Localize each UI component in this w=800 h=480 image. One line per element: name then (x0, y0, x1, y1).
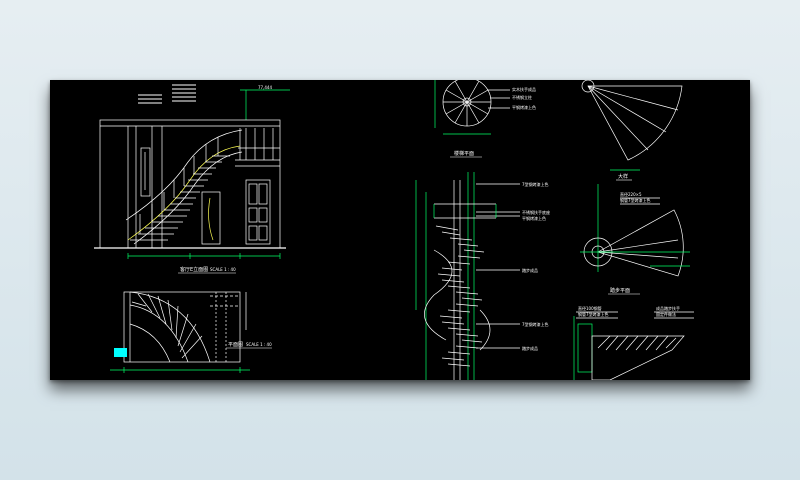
plan-highlight-marker (114, 348, 127, 357)
detail-b-label: 踏步平面 (610, 287, 630, 294)
spiral-stair-elevation (415, 172, 520, 380)
elevation-scale: SCALE 1 : 40 (210, 267, 236, 272)
stair-elevation (94, 84, 290, 259)
callout-8: 7型钢烤漆上色 (522, 321, 549, 327)
top-dimension: 77,444 (258, 85, 272, 90)
callout-13: 钢管7型烤漆上色 (578, 311, 609, 317)
callout-2: 不锈钢立柱 (512, 94, 532, 100)
stair-plan (110, 291, 250, 373)
callout-14: 成品踏步扶手 (656, 305, 680, 311)
elevation-title-blocks (138, 84, 196, 104)
callout-7: 踏步成品 (522, 267, 538, 273)
plan-scale: SCALE 1 : 40 (246, 342, 272, 347)
spiral-stair-plan (434, 80, 510, 135)
cad-drawing-sheet: 客厅E立面图 SCALE 1 : 40 77,444 平面图 SCALE 1 :… (50, 80, 750, 380)
cad-drawing: 客厅E立面图 SCALE 1 : 40 77,444 平面图 SCALE 1 :… (94, 80, 694, 380)
callout-4: 7型钢烤漆上色 (522, 181, 549, 187)
callout-11: 钢管7型烤漆上色 (620, 197, 651, 203)
tread-fan-detail (581, 80, 683, 171)
callout-1: 实木扶手成品 (512, 86, 536, 92)
detail-a-label: 大样 (618, 173, 628, 180)
spiral-plan-label: 楼梯平面 (454, 150, 474, 157)
tread-plan-detail (580, 184, 690, 277)
elevation-title: 客厅E立面图 (180, 266, 208, 273)
callout-15: 固定件做法 (656, 311, 676, 317)
callout-6: 平钢烤漆上色 (522, 215, 546, 221)
callout-5: 不锈钢扶手底座 (522, 209, 550, 215)
plan-title: 平面图 (228, 342, 243, 348)
callout-3: 平钢烤漆上色 (512, 104, 536, 110)
tread-section-detail (573, 311, 694, 380)
callout-12: 直径100钢管 (578, 305, 602, 311)
callout-9: 踏步成品 (522, 345, 538, 351)
callout-10: 直径220×5 (620, 191, 642, 197)
